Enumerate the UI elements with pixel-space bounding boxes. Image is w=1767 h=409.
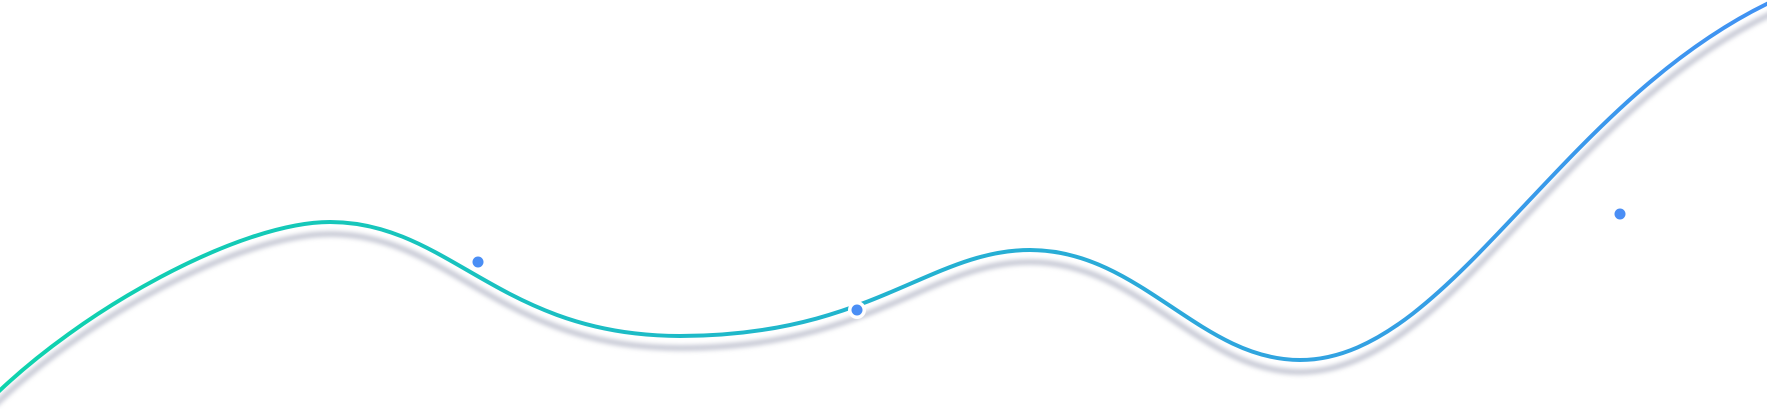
wave-shadow <box>0 12 1767 405</box>
marker-dot-point-2 <box>851 304 863 316</box>
wave-line <box>0 1 1767 394</box>
marker-dot-point-1 <box>472 256 484 268</box>
marker-dot-point-3 <box>1614 208 1626 220</box>
